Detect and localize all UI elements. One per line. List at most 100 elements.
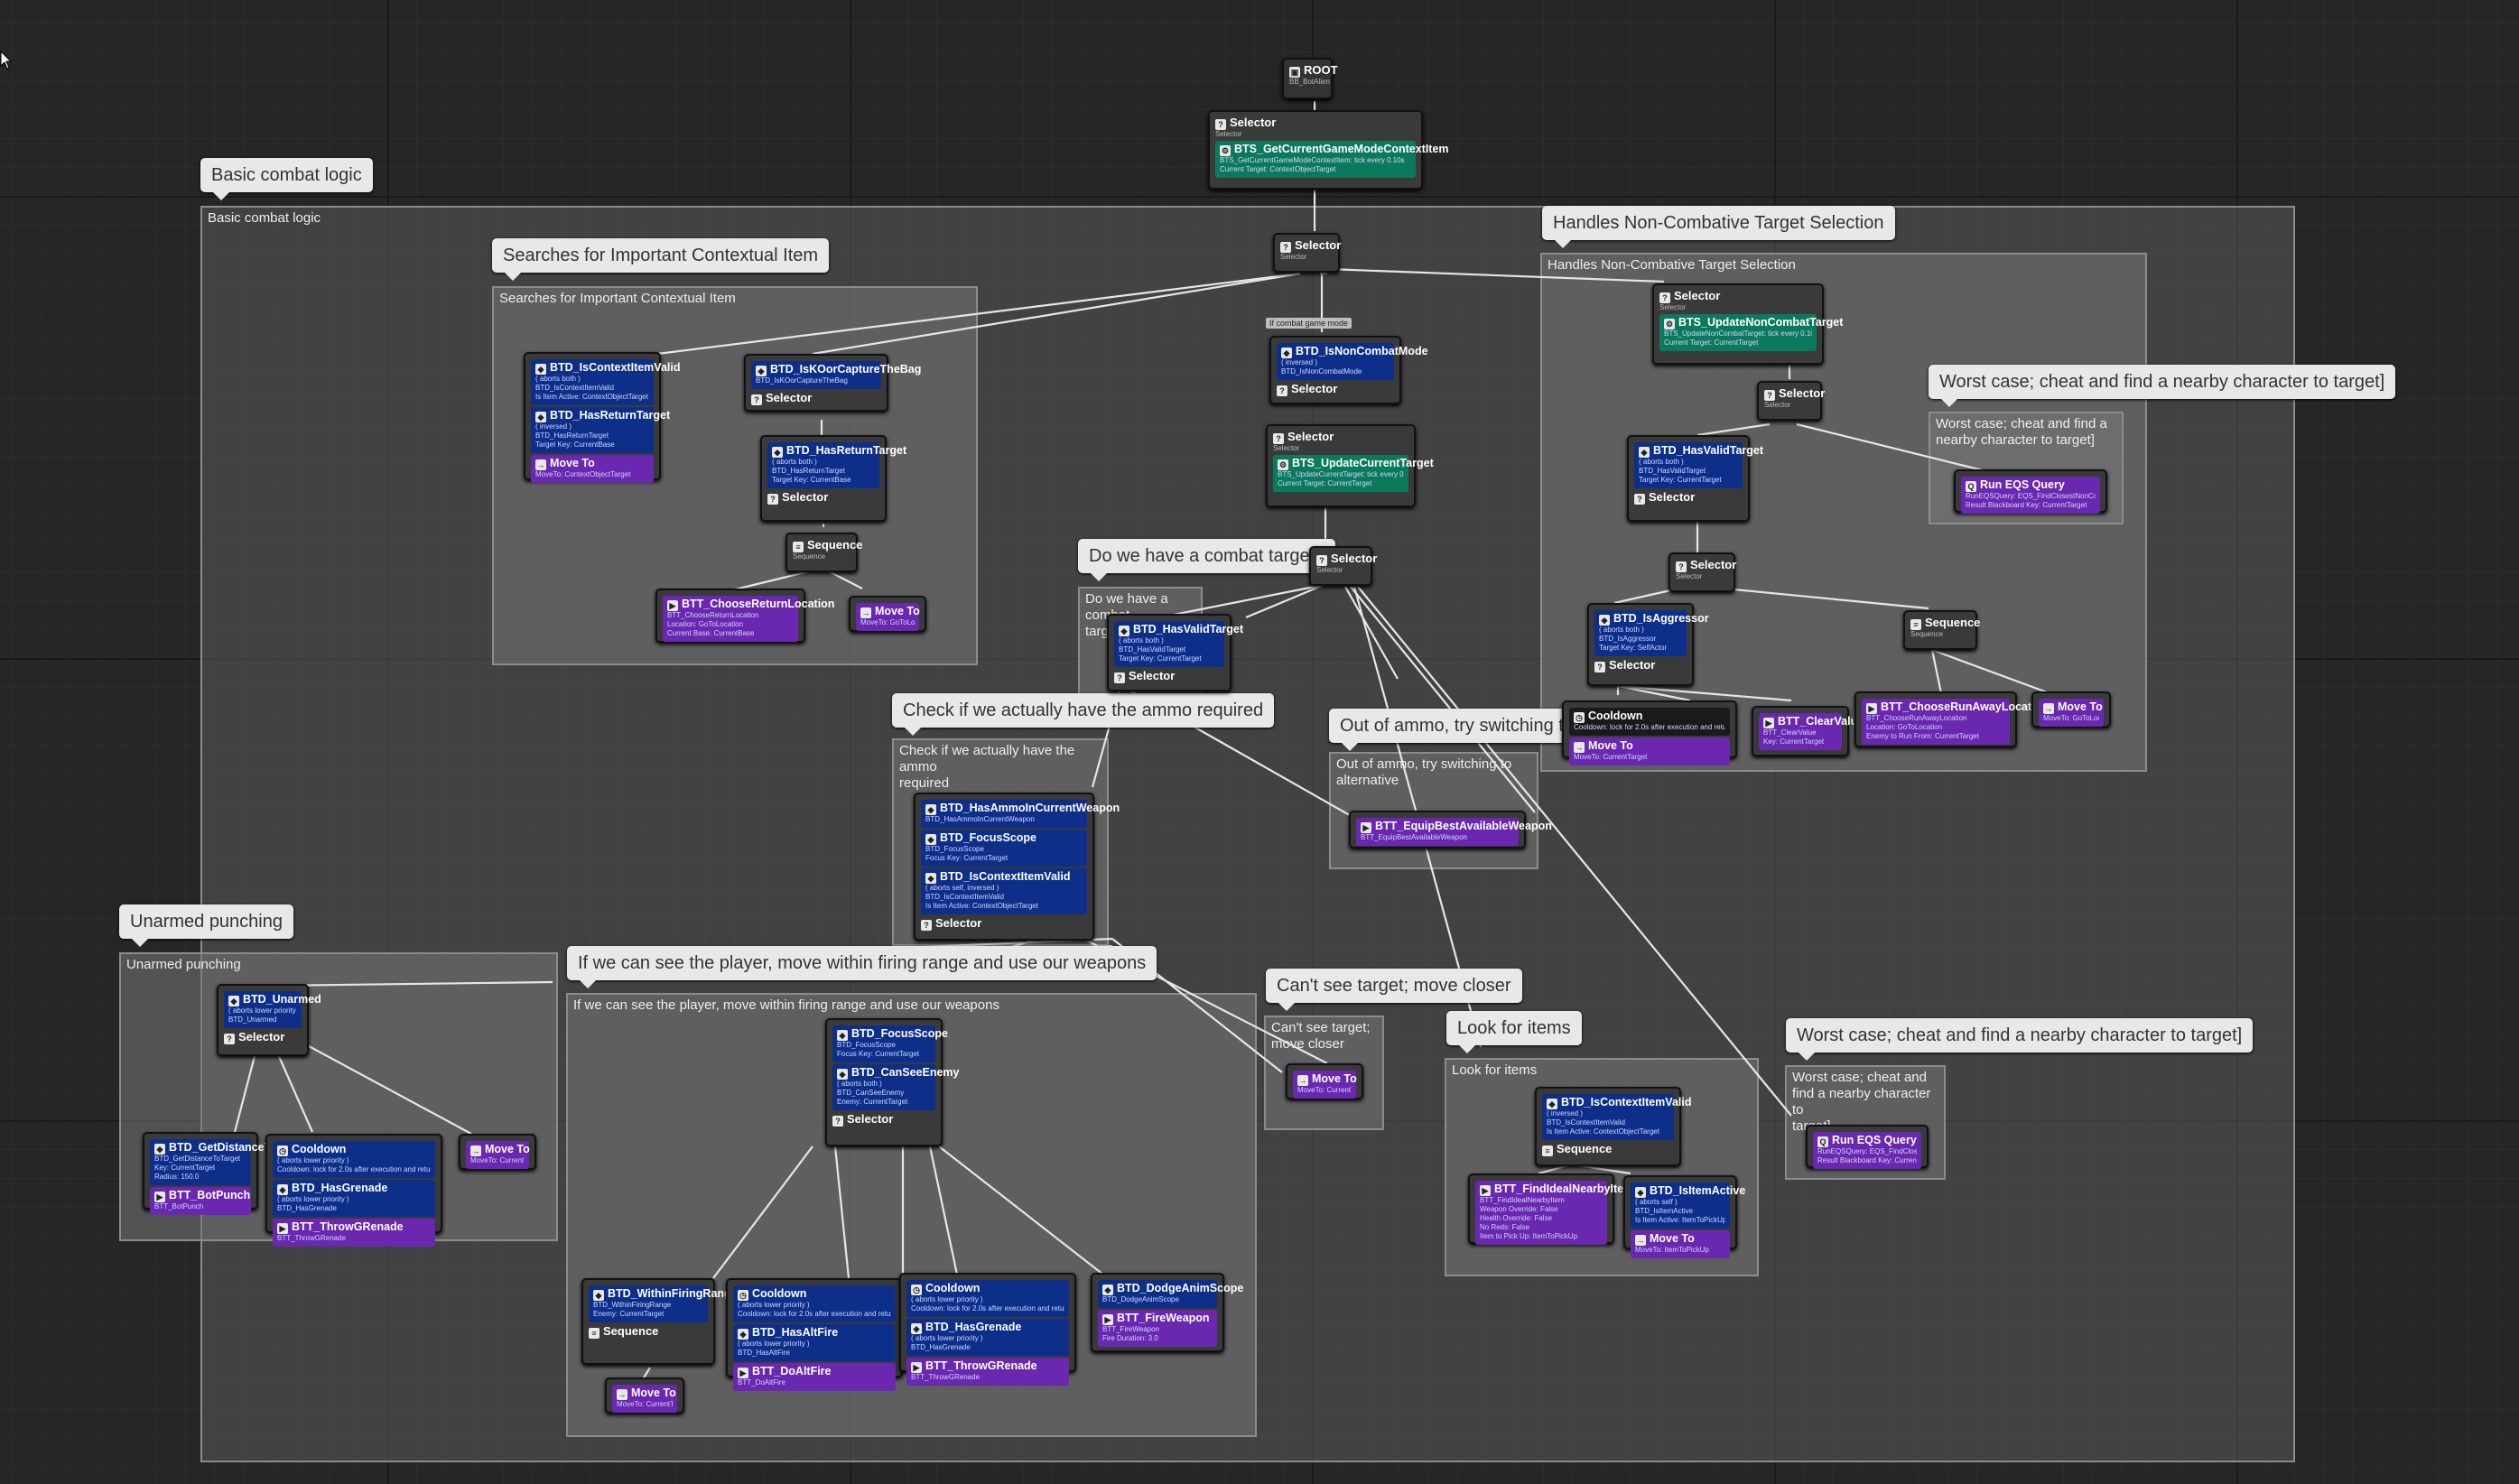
- task-choose-return-location[interactable]: ▶BTT_ChooseReturnLocation BTT_ChooseRetu…: [663, 596, 834, 642]
- task-equip-best-weapon[interactable]: ▶BTT_EquipBestAvailableWeapon BTT_EquipB…: [1356, 818, 1552, 846]
- region-cant-see-target[interactable]: Can't see target; move closer: [1264, 1016, 1384, 1130]
- choose-run-away-node[interactable]: ▶BTT_ChooseRunAwayLocation BTT_ChooseRun…: [1854, 691, 2049, 747]
- task-move-to-unarmed[interactable]: →Move To MoveTo: CurrentTarget: [466, 1141, 530, 1169]
- task-move-to-item[interactable]: →Move To MoveTo: ItemToPickUp: [1631, 1230, 1730, 1258]
- focus-scope-b-node[interactable]: ◆BTD_FocusScope BTD_FocusScope Focus Key…: [825, 1018, 960, 1146]
- item-active-node[interactable]: ◆BTD_IsItemActive ( aborts self ) BTD_Is…: [1623, 1175, 1745, 1258]
- nc-selector-2-node[interactable]: ?Selector Selector: [1757, 381, 1825, 421]
- service-get-current-game-mode[interactable]: ⚙BTS_GetCurrentGameModeContextItem BTS_G…: [1215, 141, 1449, 178]
- task-do-alt-fire[interactable]: ▶BTT_DoAltFire BTT_DoAltFire: [733, 1363, 896, 1391]
- unarmed-node[interactable]: ◆BTD_Unarmed ( aborts lower priority ) B…: [217, 984, 321, 1056]
- move-to-goto-node[interactable]: →Move To MoveTo: GoToLocation: [849, 596, 926, 632]
- callout-do-we-have-target[interactable]: Do we have a combat target?: [1078, 539, 1336, 581]
- root-node[interactable]: ▣ROOT BB_BotAlien: [1282, 58, 1338, 99]
- decorator-cooldown-grenade[interactable]: ◷Cooldown ( aborts lower priority ) Cool…: [906, 1280, 1069, 1317]
- is-aggressor-node[interactable]: ◆BTD_IsAggressor ( aborts both ) BTD_IsA…: [1587, 603, 1709, 686]
- equip-best-weapon-node[interactable]: ▶BTT_EquipBestAvailableWeapon BTT_EquipB…: [1349, 811, 1552, 849]
- move-to-cant-see-node[interactable]: →Move To MoveTo: CurrentTarget: [1286, 1063, 1363, 1099]
- decorator-has-valid-target[interactable]: ◆BTD_HasValidTarget ( aborts both ) BTD_…: [1114, 621, 1243, 667]
- decorator-focus-scope-a[interactable]: ◆BTD_FocusScope BTD_FocusScope Focus Key…: [921, 830, 1087, 867]
- decorator-cooldown-nc[interactable]: ◷Cooldown Cooldown: lock for 2.0s after …: [1569, 708, 1730, 736]
- decorator-is-aggressor[interactable]: ◆BTD_IsAggressor ( aborts both ) BTD_IsA…: [1594, 610, 1709, 656]
- decorator-has-return-target[interactable]: ◆BTD_HasReturnTarget ( inversed ) BTD_Ha…: [531, 407, 670, 453]
- has-valid-target-node[interactable]: ◆BTD_HasValidTarget ( aborts both ) BTD_…: [1107, 614, 1243, 691]
- task-clear-value[interactable]: ▶BTT_ClearValue BTT_ClearValue Key: Curr…: [1759, 713, 1864, 750]
- combat-selector-node[interactable]: ?Selector Selector: [1309, 546, 1377, 586]
- decorator-unarmed[interactable]: ◆BTD_Unarmed ( aborts lower priority ) B…: [224, 991, 321, 1028]
- move-to-goto-2-node[interactable]: →Move To MoveTo: GoToLocation: [2031, 691, 2111, 728]
- decorator-context-item-valid-2[interactable]: ◆BTD_IsContextItemValid ( aborts self, i…: [921, 868, 1087, 914]
- callout-worst-case-1[interactable]: Worst case; cheat and find a nearby char…: [1929, 365, 2396, 407]
- decorator-is-noncombat-mode[interactable]: ◆BTD_IsNonCombatMode ( inversed ) BTD_Is…: [1277, 343, 1428, 380]
- dodge-anim-node[interactable]: ◆BTD_DodgeAnimScope BTD_DodgeAnimScope ▶…: [1091, 1273, 1243, 1352]
- decorator-has-valid-target-nc[interactable]: ◆BTD_HasValidTarget ( aborts both ) BTD_…: [1634, 442, 1763, 488]
- task-move-to-cant-see[interactable]: →Move To MoveTo: CurrentTarget: [1293, 1071, 1357, 1099]
- callout-basic-combat-logic[interactable]: Basic combat logic: [200, 158, 373, 200]
- task-move-to-goto[interactable]: →Move To MoveTo: GoToLocation: [856, 603, 920, 631]
- cooldown-grenade-node[interactable]: ◷Cooldown ( aborts lower priority ) Cool…: [899, 1273, 1076, 1386]
- choose-return-location-node[interactable]: ▶BTT_ChooseReturnLocation BTT_ChooseRetu…: [655, 589, 834, 643]
- service-update-noncombat-target[interactable]: ⚙BTS_UpdateNonCombatTarget BTS_UpdateNon…: [1659, 314, 1843, 351]
- main-selector-node[interactable]: ?Selector Selector: [1273, 233, 1341, 273]
- decorator-within-firing-range[interactable]: ◆BTD_WithinFiringRange BTD_WithinFiringR…: [589, 1285, 738, 1322]
- sequence-nc-node[interactable]: ≡Sequence Sequence: [1903, 610, 1980, 650]
- decorator-has-return-target-2[interactable]: ◆BTD_HasReturnTarget ( aborts both ) BTD…: [767, 442, 906, 488]
- task-move-to-goto-2[interactable]: →Move To MoveTo: GoToLocation: [2039, 699, 2104, 727]
- get-distance-node[interactable]: ◆BTD_GetDistanceTo BTD_GetDistanceToTarg…: [143, 1132, 277, 1215]
- sequence-a-node[interactable]: ≡Sequence Sequence: [785, 533, 862, 572]
- task-move-to-context[interactable]: →Move To MoveTo: ContextObjectTarget: [531, 455, 654, 483]
- noncombat-mode-node[interactable]: ◆BTD_IsNonCombatMode ( inversed ) BTD_Is…: [1269, 336, 1428, 404]
- callout-if-we-can-see[interactable]: If we can see the player, move within fi…: [567, 946, 1157, 988]
- nc-selector-3-node[interactable]: ?Selector Selector: [1668, 552, 1736, 592]
- task-move-to-nc[interactable]: →Move To MoveTo: CurrentTarget: [1569, 737, 1730, 765]
- decorator-dodge-anim-scope[interactable]: ◆BTD_DodgeAnimScope BTD_DodgeAnimScope: [1098, 1280, 1243, 1308]
- cooldown-nc-node[interactable]: ◷Cooldown Cooldown: lock for 2.0s after …: [1562, 700, 1737, 765]
- has-valid-target-nc-node[interactable]: ◆BTD_HasValidTarget ( aborts both ) BTD_…: [1627, 435, 1763, 522]
- find-ideal-item-node[interactable]: ▶BTT_FindIdealNearbyItem BTT_FindIdealNe…: [1468, 1173, 1633, 1245]
- decorator-is-context-item-valid[interactable]: ◆BTD_IsContextItemValid ( aborts both ) …: [531, 359, 680, 405]
- context-item-valid-3-node[interactable]: ◆BTD_IsContextItemValid ( inversed ) BTD…: [1535, 1087, 1691, 1166]
- decorator-has-grenade[interactable]: ◆BTD_HasGrenade ( aborts lower priority …: [906, 1319, 1069, 1356]
- task-move-to-firing[interactable]: →Move To MoveTo: CurrentTarget: [612, 1385, 677, 1413]
- is-koor-capture-node[interactable]: ◆BTD_IsKOorCaptureTheBag BTD_IsKOorCaptu…: [744, 354, 921, 412]
- nc-selector-node[interactable]: ?Selector Selector ⚙BTS_UpdateNonCombatT…: [1652, 283, 1843, 365]
- has-return-target-2-node[interactable]: ◆BTD_HasReturnTarget ( aborts both ) BTD…: [760, 435, 906, 522]
- callout-searches-contextual-item[interactable]: Searches for Important Contextual Item: [492, 238, 830, 281]
- callout-look-for-items[interactable]: Look for items: [1446, 1011, 1582, 1053]
- service-update-current-target[interactable]: ⚙BTS_UpdateCurrentTarget BTS_UpdateCurre…: [1273, 455, 1434, 492]
- callout-check-ammo[interactable]: Check if we actually have the ammo requi…: [892, 693, 1275, 736]
- decorator-has-ammo[interactable]: ◆BTD_HasAmmoInCurrentWeapon BTD_HasAmmoI…: [921, 800, 1120, 828]
- callout-unarmed-punching[interactable]: Unarmed punching: [119, 904, 293, 947]
- decorator-get-distance[interactable]: ◆BTD_GetDistanceTo BTD_GetDistanceToTarg…: [150, 1139, 277, 1185]
- callout-non-combative-target[interactable]: Handles Non-Combative Target Selection: [1542, 206, 1895, 248]
- cooldown-alt-fire-node[interactable]: ◷Cooldown ( aborts lower priority ) Cool…: [726, 1278, 903, 1391]
- task-bot-punch[interactable]: ▶BTT_BotPunch BTT_BotPunch: [150, 1187, 251, 1215]
- decorator-cooldown-alt[interactable]: ◷Cooldown ( aborts lower priority ) Cool…: [733, 1285, 896, 1322]
- update-target-selector-node[interactable]: ?Selector Selector ⚙BTS_UpdateCurrentTar…: [1266, 424, 1434, 507]
- move-to-unarmed-node[interactable]: →Move To MoveTo: CurrentTarget: [459, 1134, 536, 1170]
- decorator-is-item-active[interactable]: ◆BTD_IsItemActive ( aborts self ) BTD_Is…: [1631, 1183, 1745, 1229]
- decorator-has-grenade-unarmed[interactable]: ◆BTD_HasGrenade ( aborts lower priority …: [273, 1180, 435, 1217]
- context-item-valid-node[interactable]: ◆BTD_IsContextItemValid ( aborts both ) …: [524, 352, 680, 483]
- decorator-can-see-enemy[interactable]: ◆BTD_CanSeeEnemy ( aborts both ) BTD_Can…: [832, 1064, 960, 1110]
- has-ammo-node[interactable]: ◆BTD_HasAmmoInCurrentWeapon BTD_HasAmmoI…: [914, 793, 1120, 941]
- callout-worst-case-2[interactable]: Worst case; cheat and find a nearby char…: [1786, 1018, 2254, 1061]
- task-fire-weapon[interactable]: ▶BTT_FireWeapon BTT_FireWeapon Fire Dura…: [1098, 1310, 1217, 1347]
- task-choose-run-away-location[interactable]: ▶BTT_ChooseRunAwayLocation BTT_ChooseRun…: [1862, 699, 2049, 745]
- task-throw-grenade[interactable]: ▶BTT_ThrowGRenade BTT_ThrowGRenade: [906, 1358, 1069, 1386]
- callout-cant-see-target[interactable]: Can't see target; move closer: [1266, 969, 1522, 1011]
- move-to-firing-node[interactable]: →Move To MoveTo: CurrentTarget: [605, 1377, 684, 1414]
- top-selector-node[interactable]: ?Selector Selector ⚙BTS_GetCurrentGameMo…: [1208, 110, 1449, 190]
- cooldown-unarmed-node[interactable]: ◷Cooldown ( aborts lower priority ) Cool…: [265, 1134, 442, 1247]
- decorator-cooldown-unarmed[interactable]: ◷Cooldown ( aborts lower priority ) Cool…: [273, 1141, 435, 1178]
- clear-value-node[interactable]: ▶BTT_ClearValue BTT_ClearValue Key: Curr…: [1752, 706, 1864, 756]
- decorator-focus-scope-b[interactable]: ◆BTD_FocusScope BTD_FocusScope Focus Key…: [832, 1025, 948, 1062]
- decorator-is-koor-capture[interactable]: ◆BTD_IsKOorCaptureTheBag BTD_IsKOorCaptu…: [751, 361, 921, 389]
- task-throw-grenade-unarmed[interactable]: ▶BTT_ThrowGRenade BTT_ThrowGRenade: [273, 1219, 435, 1247]
- decorator-has-alt-fire[interactable]: ◆BTD_HasAltFire ( aborts lower priority …: [733, 1324, 896, 1361]
